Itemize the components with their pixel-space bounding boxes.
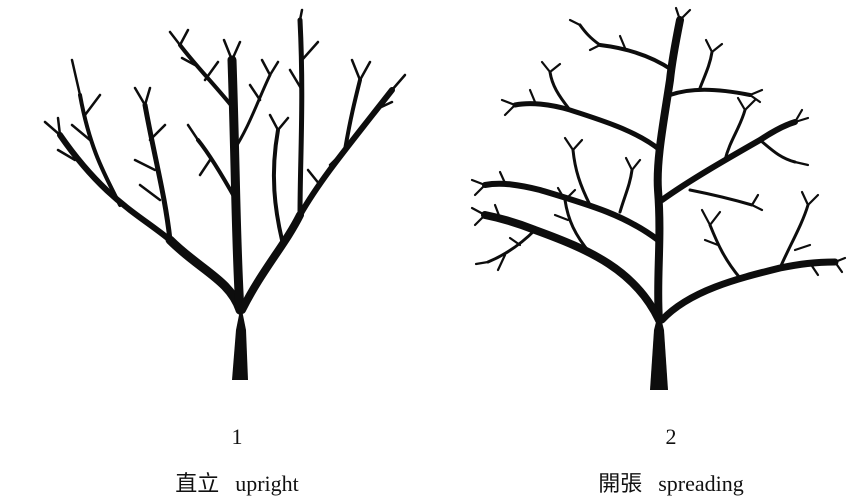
caption-chinese: 直立	[175, 471, 220, 496]
figure-number: 1	[231, 424, 243, 449]
figure-caption: 直立 upright	[107, 466, 367, 498]
upright-tree-illustration	[43, 8, 407, 380]
caption-english: upright	[235, 471, 299, 496]
caption-chinese: 開張	[598, 471, 643, 496]
tree-figure-spreading: 2 開張 spreading	[440, 0, 853, 499]
tree-figure-upright: 1 直立 upright	[43, 8, 407, 498]
spreading-tree-illustration	[470, 6, 847, 390]
caption-english: spreading	[658, 471, 744, 496]
figure-number: 2	[665, 424, 677, 449]
figure-caption: 開張 spreading	[541, 466, 801, 498]
